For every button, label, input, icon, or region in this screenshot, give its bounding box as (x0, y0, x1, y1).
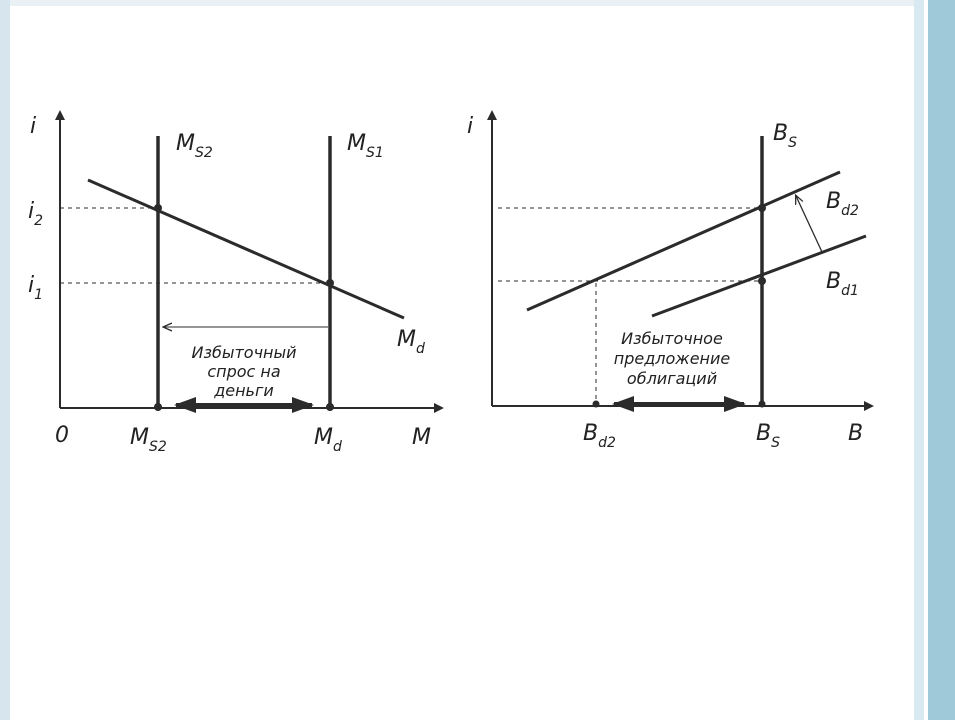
frame-right-light-stripe (914, 0, 924, 720)
bond-demand-curve-d2 (526, 170, 841, 312)
bs-axis-label: BS (756, 421, 780, 451)
excess-supply-note-line1: Избыточное (621, 329, 723, 348)
left-y-axis-label: i (30, 114, 36, 139)
bs-top-label: BS (773, 121, 797, 151)
i1-label: i1 (28, 273, 43, 303)
md-curve-label: Md (397, 327, 425, 357)
right-x-axis-label: B (848, 421, 863, 446)
bd2-axis-label: Bd2 (583, 421, 616, 451)
demand-shift-arrow (796, 196, 823, 253)
excess-supply-note-line2: предложение (614, 349, 731, 368)
excess-supply-note-line3: облигаций (627, 369, 717, 388)
frame-top-border (0, 0, 955, 6)
bond-market-graph: i BS Bd2 Bd1 Избыточное предложение обли… (467, 110, 874, 451)
ms2-top-label: MS2 (176, 131, 213, 161)
equilibrium-point-i1 (326, 279, 334, 287)
frame-left-border (0, 0, 10, 720)
equilibrium-point-i2 (154, 204, 162, 212)
ms2-axis-dot (154, 403, 162, 411)
bs-axis-dot (758, 400, 766, 408)
ms2-axis-label: MS2 (130, 425, 167, 455)
bond-equilibrium-i2 (758, 204, 766, 212)
excess-demand-note-line1: Избыточный (191, 343, 296, 362)
md-axis-dot (326, 403, 334, 411)
excess-demand-note-line2: спрос на (207, 362, 280, 381)
origin-label: 0 (55, 423, 69, 448)
bond-demand-curve-d1 (651, 234, 867, 318)
i2-label: i2 (28, 199, 43, 229)
right-y-axis-label: i (467, 114, 473, 139)
bond-equilibrium-i1 (758, 277, 766, 285)
bd2-curve-label: Bd2 (826, 189, 859, 219)
ms1-top-label: MS1 (347, 131, 384, 161)
left-x-axis-label: M (412, 425, 431, 450)
money-market-graph: i i2 i1 MS2 MS1 Md Избыточный спрос на д… (28, 110, 444, 455)
bd2-axis-dot (592, 400, 600, 408)
frame-right-gap (924, 0, 928, 720)
money-demand-curve (87, 178, 405, 320)
excess-demand-note-line3: деньги (213, 381, 274, 400)
frame-right-dark-stripe (928, 0, 955, 720)
md-axis-label: Md (314, 425, 342, 455)
bd1-curve-label: Bd1 (826, 269, 859, 299)
